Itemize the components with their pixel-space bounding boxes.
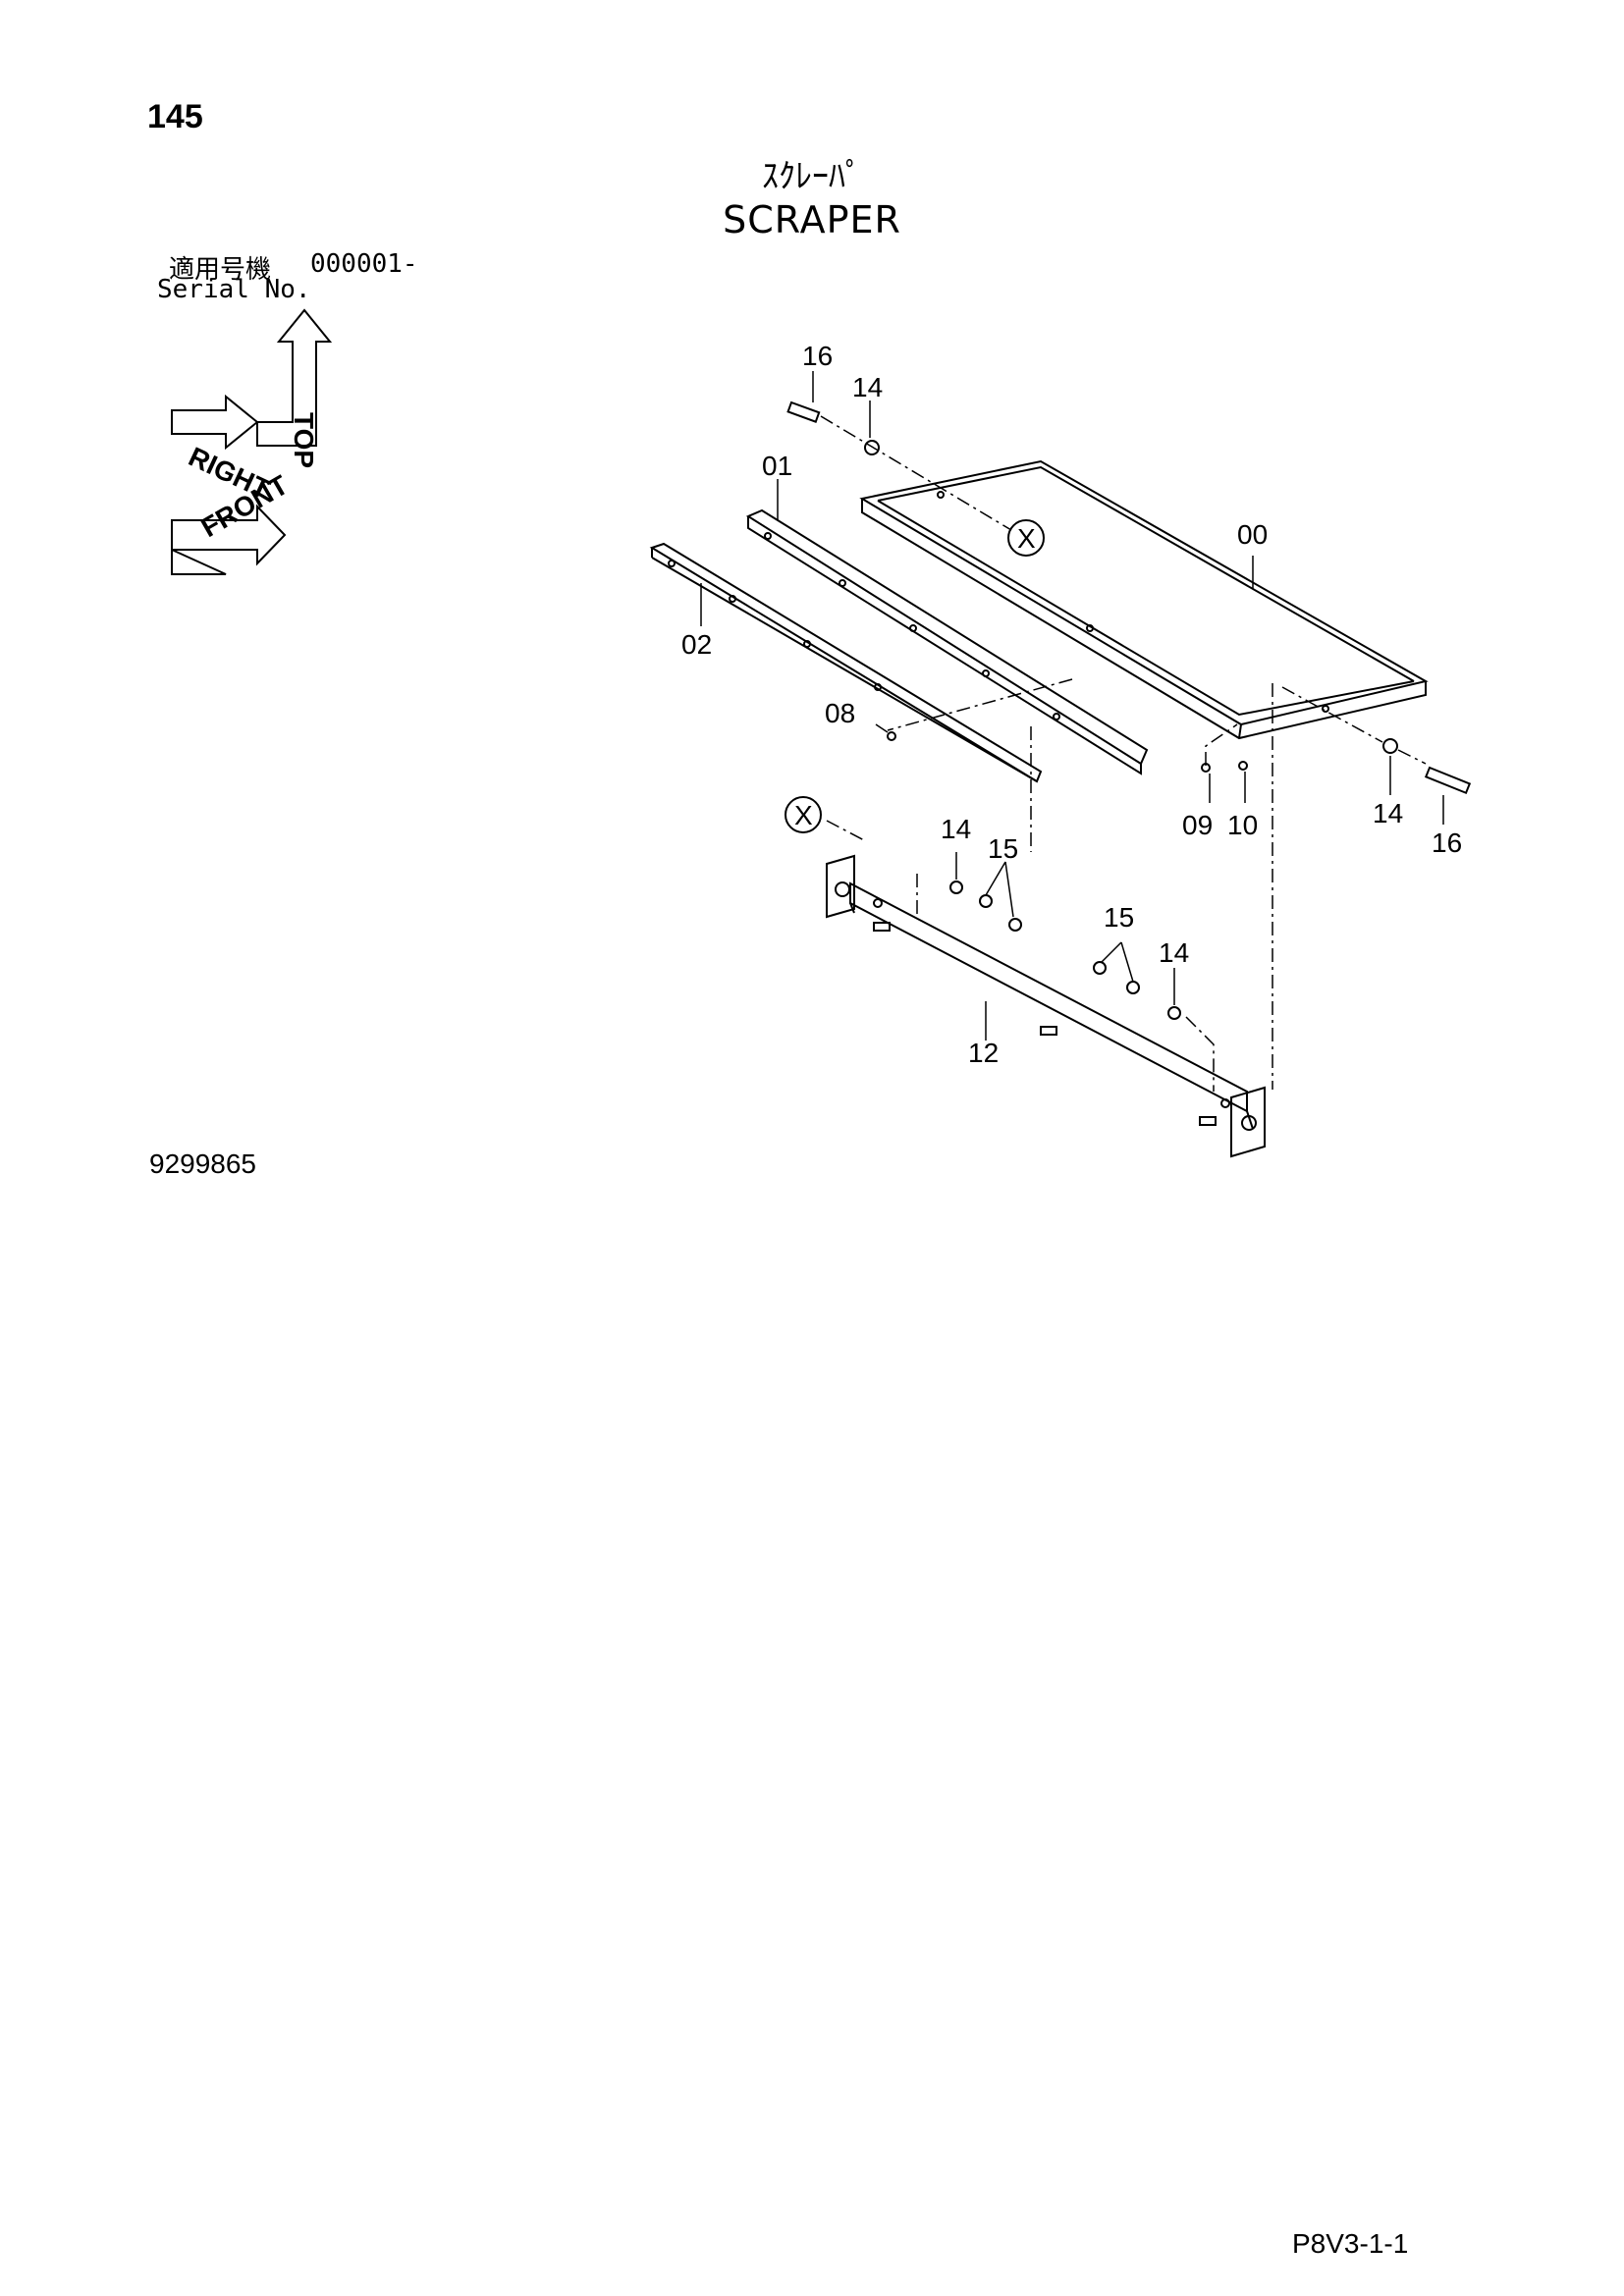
title-english: SCRAPER — [723, 198, 901, 241]
callout-09: 09 — [1182, 810, 1213, 840]
callout-00: 00 — [1237, 519, 1268, 550]
leader-lines — [700, 371, 1444, 1041]
orientation-top-label: TOP — [289, 412, 319, 468]
serial-label-japanese: 適用号機 — [169, 255, 272, 285]
ref-mark-x1: X — [1017, 523, 1036, 554]
callout-02: 02 — [681, 629, 712, 660]
serial-range: 000001- — [310, 249, 418, 279]
callout-12: 12 — [968, 1038, 999, 1068]
callout-08: 08 — [825, 698, 855, 728]
page-number: 145 — [147, 98, 203, 135]
ref-circle-x2 — [785, 796, 822, 833]
callout-14-top: 14 — [852, 372, 883, 402]
callout-01: 01 — [762, 451, 792, 481]
part-12-bar — [826, 854, 1266, 1158]
callout-16-top: 16 — [802, 341, 833, 371]
serial-label-english: Serial No. — [157, 275, 311, 304]
title-japanese: ｽｸﾚｰﾊﾟ — [762, 157, 862, 196]
part-01-strip — [745, 508, 1149, 775]
ref-circle-x1 — [1007, 519, 1045, 557]
phantom-lines — [820, 415, 1427, 1092]
part-02-strip — [649, 542, 1043, 783]
callout-15-right: 15 — [1104, 902, 1134, 933]
orientation-icon: TOP RIGHT FRONT — [171, 308, 333, 575]
callout-10: 10 — [1227, 810, 1258, 840]
callout-14-lower: 14 — [1159, 937, 1189, 968]
callout-16-right: 16 — [1432, 828, 1462, 858]
ref-mark-x2: X — [794, 800, 813, 830]
sheet-code: P8V3-1-1 — [1292, 2228, 1409, 2259]
part-00-frame — [859, 459, 1429, 740]
callout-14-left: 14 — [941, 814, 971, 844]
callout-15-left: 15 — [988, 833, 1018, 864]
drawing-code: 9299865 — [149, 1148, 257, 1179]
callout-14-right: 14 — [1373, 798, 1403, 828]
